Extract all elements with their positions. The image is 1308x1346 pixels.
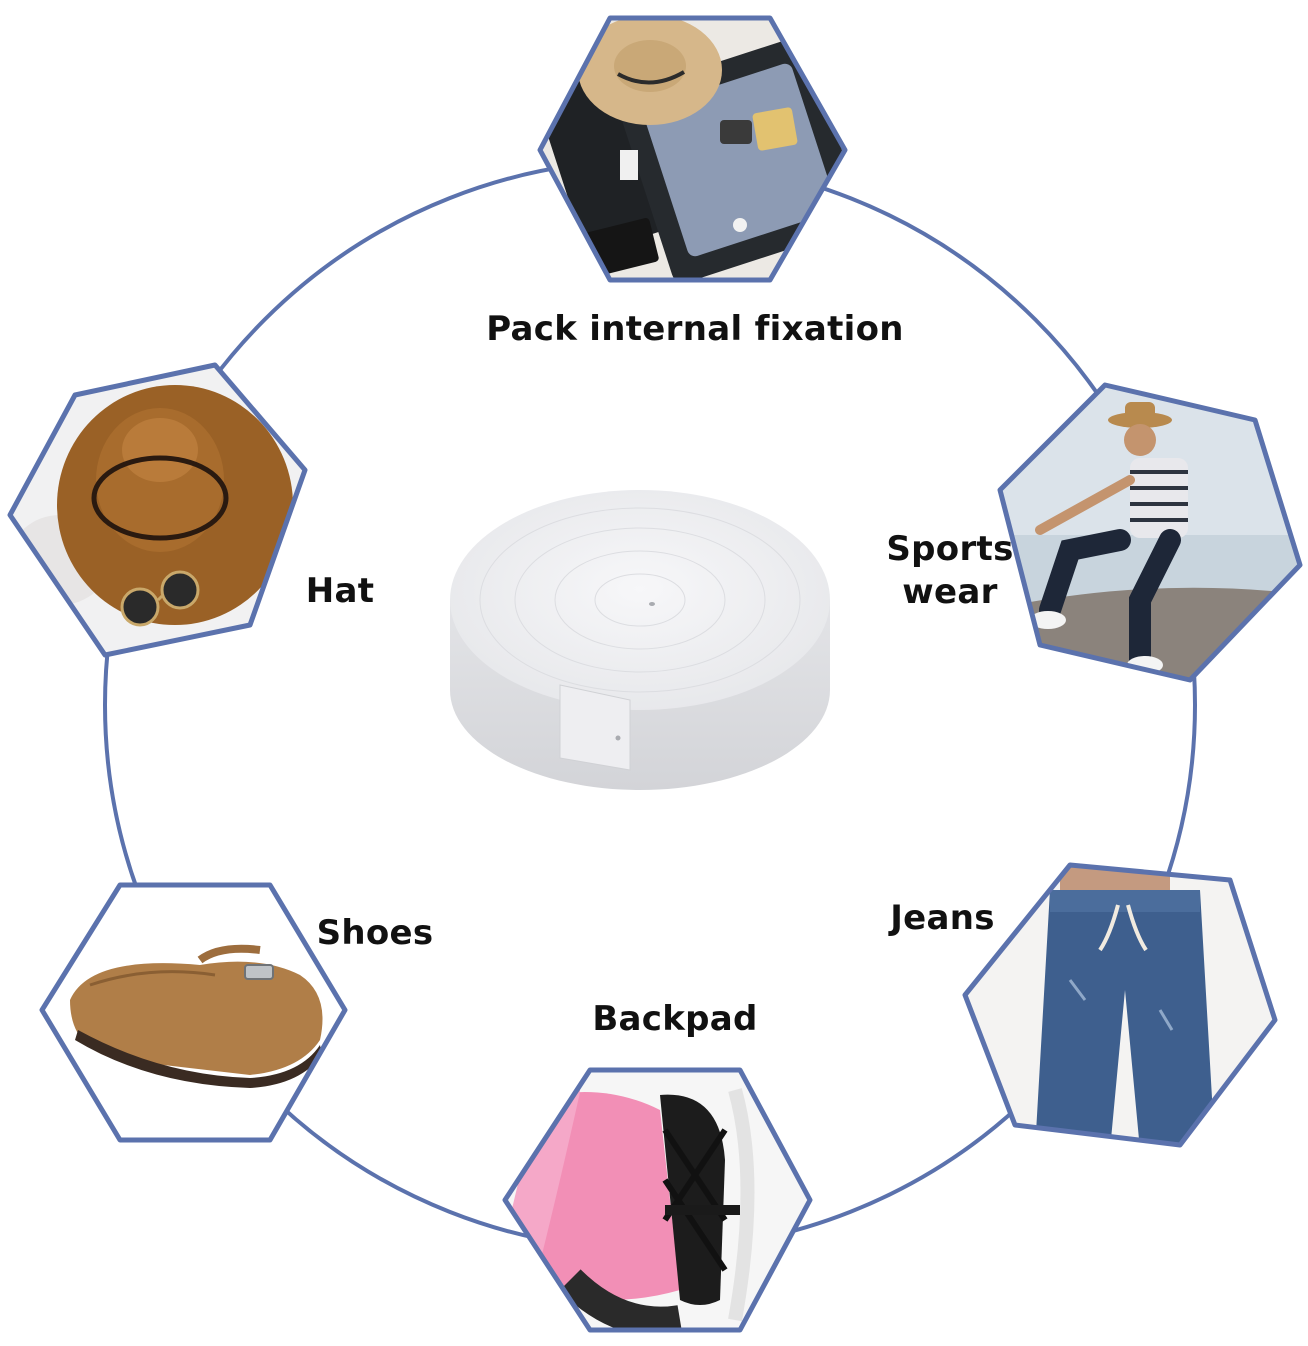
label-sports-wear: Sports wear <box>880 528 1020 613</box>
label-backpad-text: Backpad <box>592 999 758 1039</box>
label-shoes-text: Shoes <box>316 913 434 953</box>
sports-wear-image <box>997 382 1303 683</box>
backpad-image <box>502 1067 813 1333</box>
elastic-band-roll <box>450 490 830 790</box>
label-jeans: Jeans <box>875 897 1010 940</box>
label-hat: Hat <box>290 570 390 613</box>
label-hat-text: Hat <box>305 571 375 611</box>
shoes-image <box>39 882 348 1143</box>
label-sports-line2: wear <box>902 571 998 612</box>
label-backpad: Backpad <box>570 998 780 1041</box>
label-sports-line1: Sports <box>886 529 1014 569</box>
label-pack-text: Pack internal fixation <box>486 309 904 349</box>
label-pack-internal-fixation: Pack internal fixation <box>480 308 910 351</box>
label-jeans-text: Jeans <box>890 898 995 938</box>
label-shoes: Shoes <box>305 912 445 955</box>
hat-image <box>7 362 308 658</box>
pack-suitcase-image <box>537 15 848 283</box>
